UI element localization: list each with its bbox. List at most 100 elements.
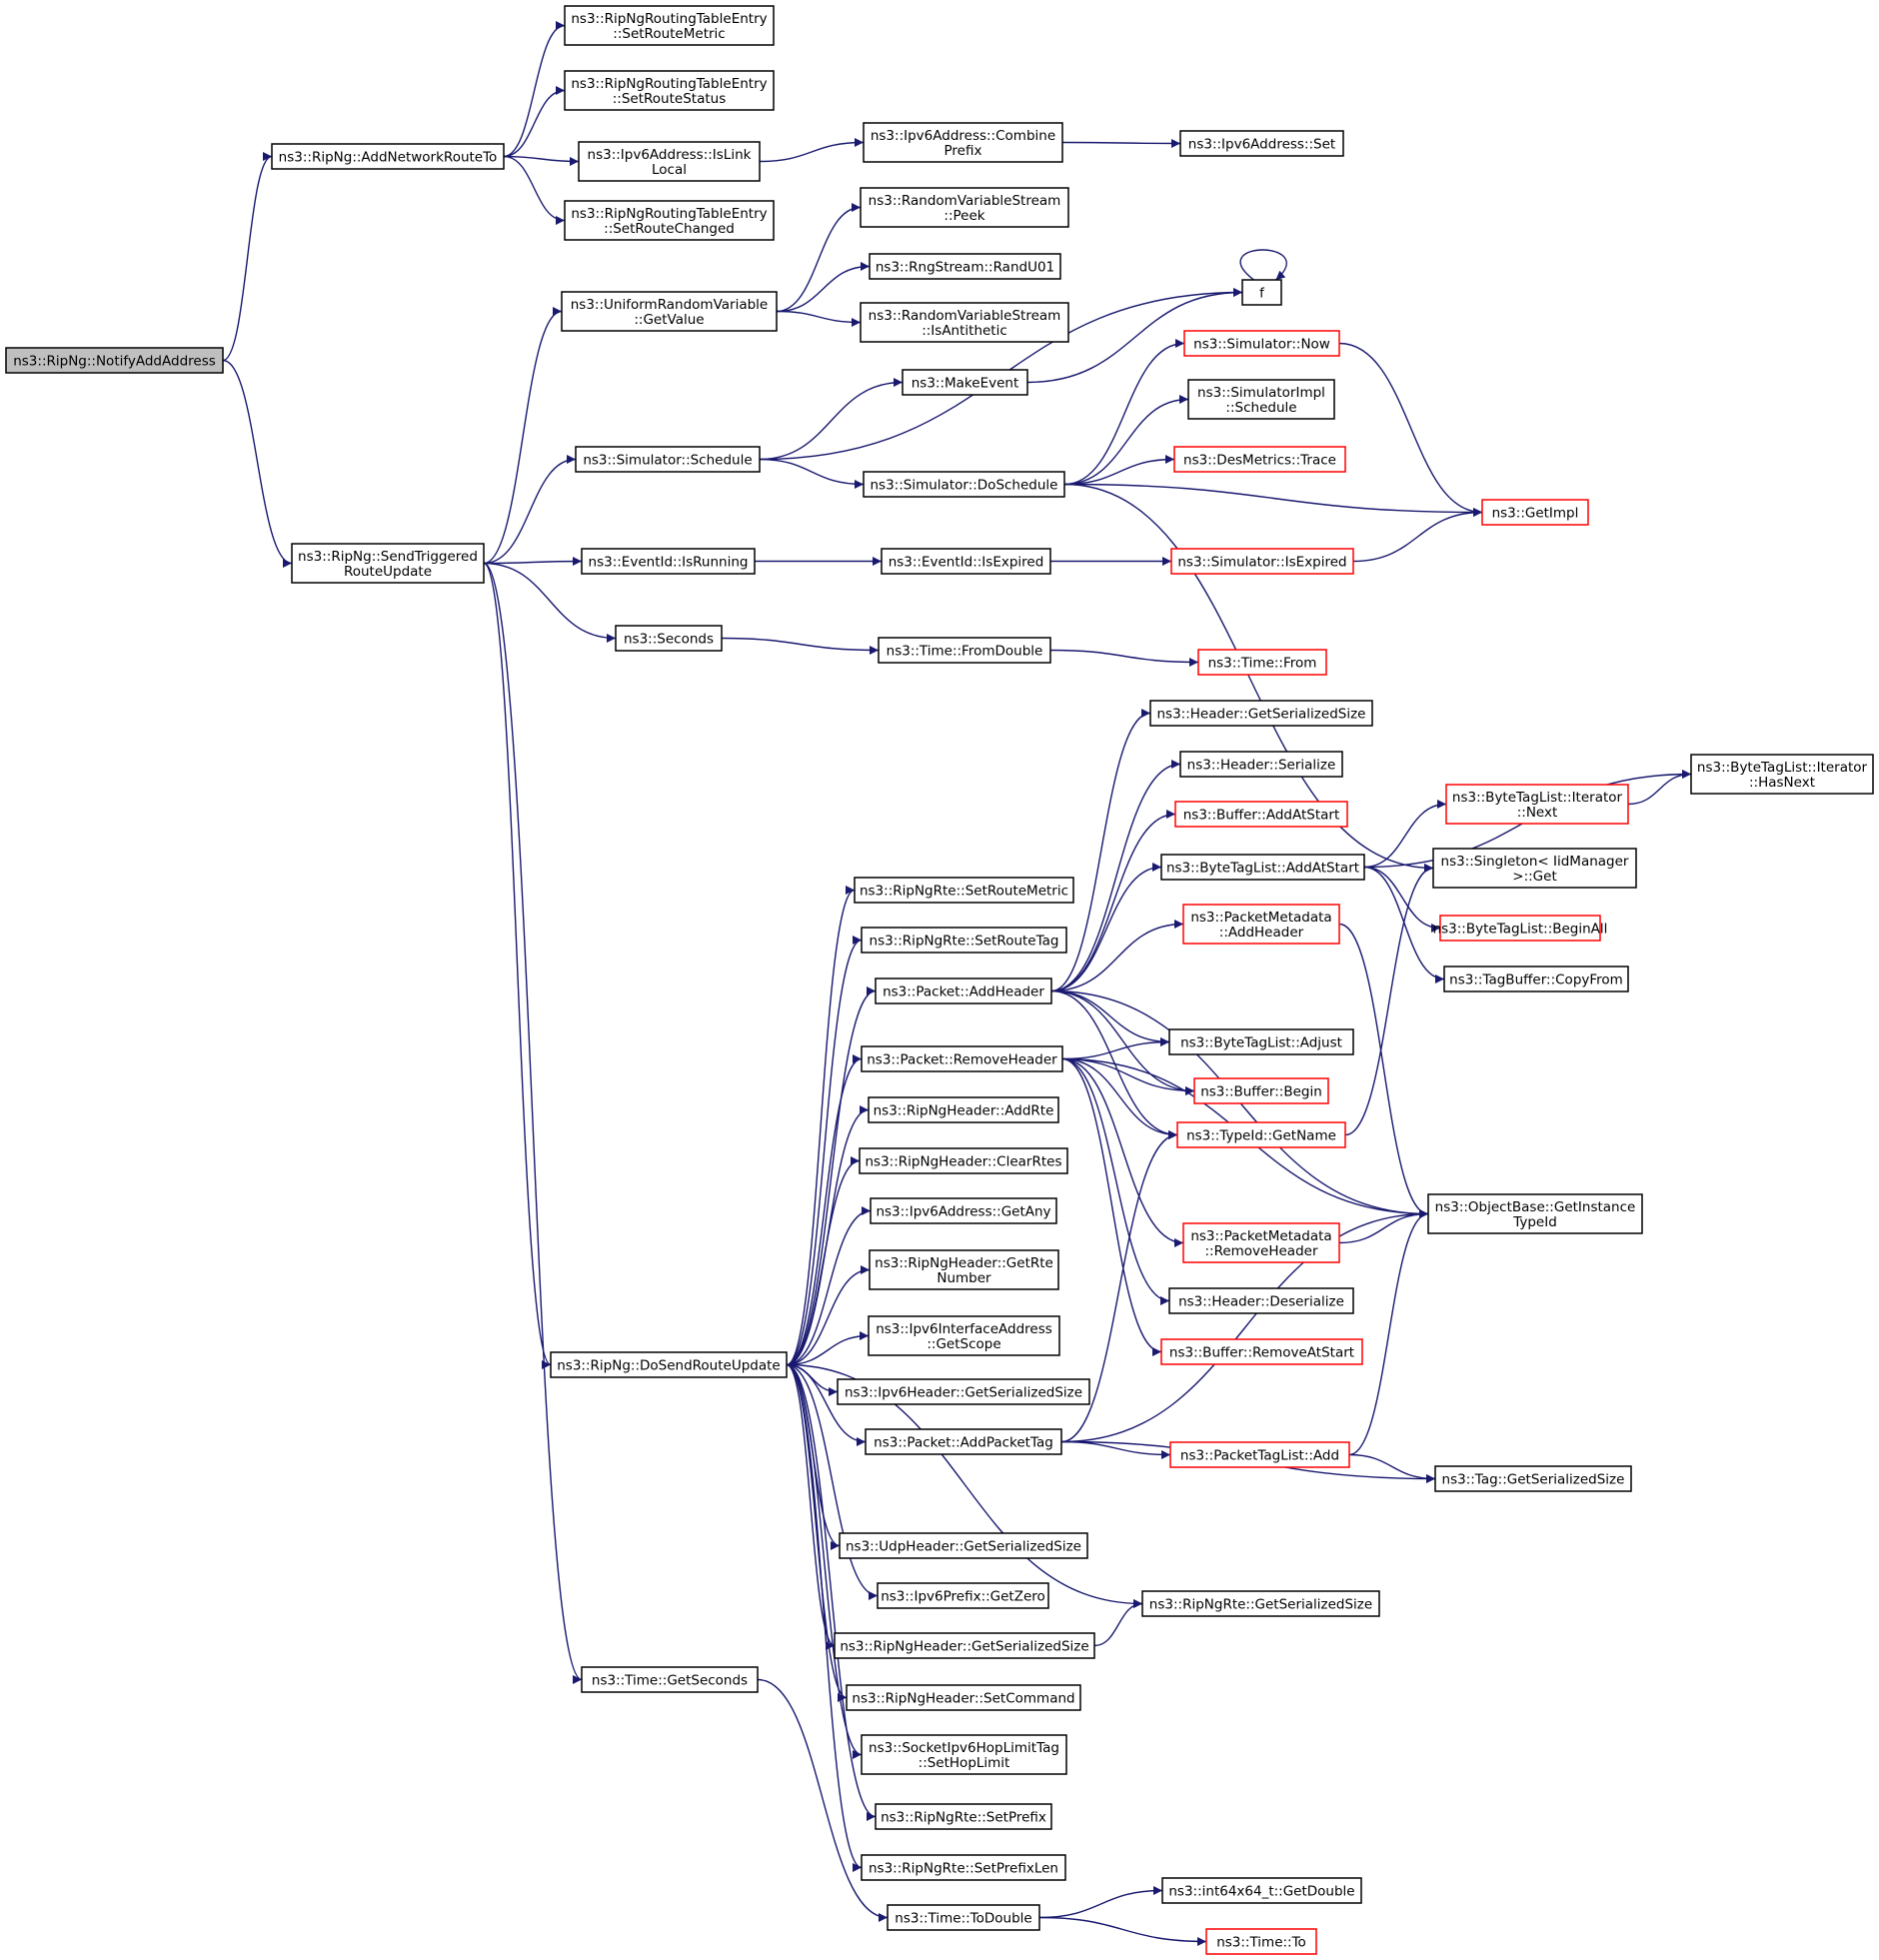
function-node-dosendroute[interactable]: ns3::RipNg::DoSendRouteUpdate: [550, 1351, 788, 1378]
function-node-setcommand[interactable]: ns3::RipNgHeader::SetCommand: [846, 1684, 1081, 1711]
function-node-simschedule[interactable]: ns3::Simulator::Schedule: [575, 446, 761, 473]
function-node-randu01[interactable]: ns3::RngStream::RandU01: [869, 253, 1061, 280]
function-node-getany[interactable]: ns3::Ipv6Address::GetAny: [870, 1197, 1057, 1224]
node-label: ns3::RipNgRte::SetPrefixLen: [869, 1861, 1058, 1877]
function-node-timefrom[interactable]: ns3::Time::From: [1197, 649, 1327, 676]
function-node-btladdatstart[interactable]: ns3::ByteTagList::AddAtStart: [1160, 854, 1365, 881]
function-node-btlhasnext[interactable]: ns3::ByteTagList::Iterator::HasNext: [1690, 754, 1874, 795]
function-node-pktaddheader[interactable]: ns3::Packet::AddHeader: [875, 978, 1052, 1004]
node-box: [1161, 1877, 1362, 1904]
function-node-timeto[interactable]: ns3::Time::To: [1205, 1928, 1317, 1955]
function-node-hdrdeserialize[interactable]: ns3::Header::Deserialize: [1168, 1287, 1354, 1314]
function-node-taggetsersize[interactable]: ns3::Tag::GetSerializedSize: [1434, 1465, 1632, 1492]
edge-dosendroute-to-getzero: [786, 1363, 879, 1600]
function-node-pktremoveheader[interactable]: ns3::Packet::RemoveHeader: [861, 1045, 1063, 1072]
function-node-ptladd[interactable]: ns3::PacketTagList::Add: [1169, 1441, 1350, 1468]
function-node-typeidgetname[interactable]: ns3::TypeId::GetName: [1176, 1121, 1346, 1148]
function-node-seconds[interactable]: ns3::Seconds: [615, 625, 723, 652]
node-label: ns3::Time::GetSeconds: [592, 1673, 748, 1689]
function-node-addrte[interactable]: ns3::RipNgHeader::AddRte: [868, 1096, 1059, 1123]
node-box: [877, 1582, 1049, 1609]
function-node-btladjust[interactable]: ns3::ByteTagList::Adjust: [1168, 1028, 1354, 1055]
node-box: [615, 625, 723, 652]
function-node-hdrserialize[interactable]: ns3::Header::Serialize: [1179, 751, 1343, 778]
function-node-getvalue[interactable]: ns3::UniformRandomVariable::GetValue: [561, 291, 778, 332]
function-node-bufremoveatstart[interactable]: ns3::Buffer::RemoveAtStart: [1160, 1338, 1363, 1365]
function-node-todouble[interactable]: ns3::Time::ToDouble: [887, 1904, 1040, 1931]
function-node-hdrsersize[interactable]: ns3::Header::GetSerializedSize: [1149, 700, 1373, 727]
node-box: [1427, 1193, 1643, 1234]
node-box: [881, 548, 1051, 575]
function-node-setroutestatus-e[interactable]: ns3::RipNgRoutingTableEntry::SetRouteSta…: [564, 70, 775, 111]
function-node-bufaddatstart[interactable]: ns3::Buffer::AddAtStart: [1174, 801, 1348, 828]
node-label: ns3::DesMetrics::Trace: [1183, 453, 1336, 469]
function-node-ipv6hdrsize[interactable]: ns3::Ipv6Header::GetSerializedSize: [837, 1378, 1090, 1405]
node-box: [846, 1684, 1081, 1711]
function-node-getimpl[interactable]: ns3::GetImpl: [1481, 499, 1589, 526]
function-node-setroutemetric-e[interactable]: ns3::RipNgRoutingTableEntry::SetRouteMet…: [564, 5, 775, 46]
function-node-rtesetroutemetric[interactable]: ns3::RipNgRte::SetRouteMetric: [854, 877, 1074, 904]
function-node-setroutechanged[interactable]: ns3::RipNgRoutingTableEntry::SetRouteCha…: [564, 200, 775, 241]
node-label: ::IsAntithetic: [922, 323, 1007, 339]
function-node-beginall[interactable]: ns3::ByteTagList::BeginAll: [1433, 915, 1608, 942]
edge-btladdatstart-to-btliternext: [1363, 800, 1447, 869]
edge-dosendroute-to-pktremoveheader: [786, 1054, 863, 1366]
edge-doschedule-to-getimpl: [1063, 483, 1483, 517]
function-node-simisexpired[interactable]: ns3::Simulator::IsExpired: [1170, 548, 1354, 575]
function-node-timegetseconds[interactable]: ns3::Time::GetSeconds: [581, 1666, 759, 1693]
node-box: [861, 927, 1067, 954]
function-node-singleton[interactable]: ns3::Singleton< IidManager>::Get: [1432, 848, 1637, 889]
function-node-getscope[interactable]: ns3::Ipv6InterfaceAddress::GetScope: [868, 1315, 1060, 1356]
function-node-setprefixlen[interactable]: ns3::RipNgRte::SetPrefixLen: [861, 1854, 1066, 1881]
node-label: ::SetRouteMetric: [613, 26, 725, 42]
function-node-btliternext[interactable]: ns3::ByteTagList::Iterator::Next: [1445, 784, 1629, 825]
function-node-udphdrsize[interactable]: ns3::UdpHeader::GetSerializedSize: [839, 1532, 1088, 1559]
function-node-rtesetroutetag[interactable]: ns3::RipNgRte::SetRouteTag: [861, 927, 1067, 954]
function-node-fromdouble[interactable]: ns3::Time::FromDouble: [878, 637, 1051, 664]
function-node-simnow[interactable]: ns3::Simulator::Now: [1183, 330, 1340, 357]
function-node-riphdrsize[interactable]: ns3::RipNgHeader::GetSerializedSize: [834, 1632, 1095, 1659]
function-node-ipv6set[interactable]: ns3::Ipv6Address::Set: [1179, 130, 1344, 157]
function-node-simimplschedule[interactable]: ns3::SimulatorImpl::Schedule: [1187, 379, 1335, 420]
function-node-copyfrom[interactable]: ns3::TagBuffer::CopyFrom: [1443, 966, 1629, 992]
function-node-isrunning[interactable]: ns3::EventId::IsRunning: [581, 548, 756, 575]
node-label: ::HasNext: [1749, 775, 1815, 791]
function-node-sethoplimit[interactable]: ns3::SocketIpv6HopLimitTag::SetHopLimit: [861, 1734, 1067, 1775]
function-node-f[interactable]: f: [1241, 279, 1282, 306]
function-node-addpackettag[interactable]: ns3::Packet::AddPacketTag: [865, 1428, 1062, 1455]
function-node-makeevent[interactable]: ns3::MakeEvent: [902, 369, 1028, 396]
function-node-pmremoveheader[interactable]: ns3::PacketMetadata::RemoveHeader: [1182, 1222, 1340, 1263]
function-node-clearrtes[interactable]: ns3::RipNgHeader::ClearRtes: [859, 1147, 1068, 1174]
edge-dosendroute-to-rtesetroutetag: [786, 936, 863, 1366]
node-label: ns3::Simulator::Schedule: [583, 453, 752, 469]
function-node-peek[interactable]: ns3::RandomVariableStream::Peek: [860, 187, 1069, 228]
function-node-notify[interactable]: ns3::RipNg::NotifyAddAddress: [5, 347, 224, 374]
node-box: [1170, 548, 1354, 575]
node-box: [875, 1803, 1052, 1830]
node-label: ns3::Ipv6InterfaceAddress: [876, 1321, 1052, 1337]
function-node-doschedule[interactable]: ns3::Simulator::DoSchedule: [863, 471, 1065, 498]
node-box: [1439, 915, 1601, 942]
edge-btladdatstart-to-beginall: [1363, 866, 1441, 933]
function-node-isantithetic[interactable]: ns3::RandomVariableStream::IsAntithetic: [860, 302, 1069, 343]
function-node-isexpired[interactable]: ns3::EventId::IsExpired: [881, 548, 1051, 575]
node-label: ns3::Packet::AddHeader: [883, 984, 1044, 1000]
function-node-addnet[interactable]: ns3::RipNg::AddNetworkRouteTo: [271, 143, 505, 170]
function-node-bufbegin[interactable]: ns3::Buffer::Begin: [1193, 1077, 1329, 1104]
node-label: ns3::Header::Serialize: [1187, 758, 1336, 774]
function-node-setprefix[interactable]: ns3::RipNgRte::SetPrefix: [875, 1803, 1052, 1830]
function-node-getzero[interactable]: ns3::Ipv6Prefix::GetZero: [877, 1582, 1049, 1609]
node-label: TypeId: [1512, 1214, 1557, 1230]
function-node-desmetrics[interactable]: ns3::DesMetrics::Trace: [1173, 446, 1346, 473]
node-label: ns3::int64x64_t::GetDouble: [1168, 1884, 1354, 1900]
function-node-getdouble[interactable]: ns3::int64x64_t::GetDouble: [1161, 1877, 1362, 1904]
function-node-rtegetsersize[interactable]: ns3::RipNgRte::GetSerializedSize: [1141, 1590, 1380, 1617]
node-box: [1432, 848, 1637, 889]
function-node-pmaddheader[interactable]: ns3::PacketMetadata::AddHeader: [1182, 904, 1340, 945]
node-box: [875, 978, 1052, 1004]
